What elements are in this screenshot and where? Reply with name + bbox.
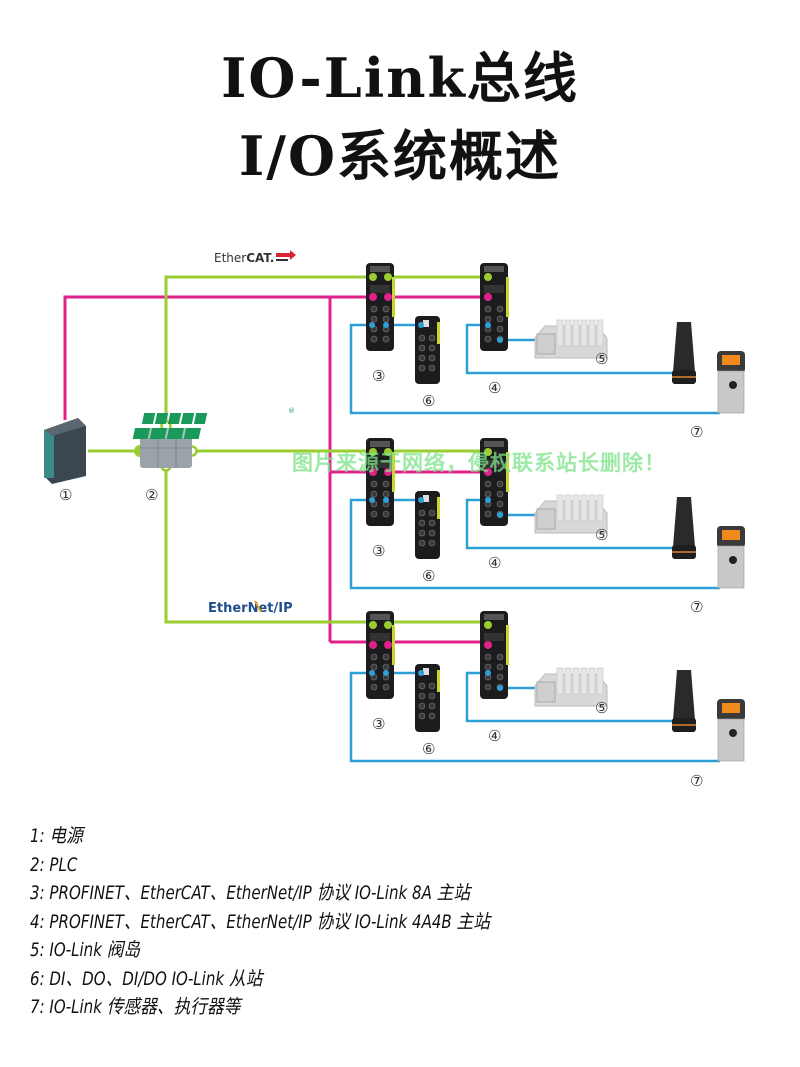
marker-power: ①: [59, 486, 72, 504]
title-line-2: I/O系统概述: [238, 124, 562, 188]
svg-text:EtherCAT.: EtherCAT.: [214, 251, 274, 265]
marker-valve-island: ⑤: [595, 526, 608, 544]
marker-slave: ⑥: [422, 740, 435, 758]
ethercat-suffix: CAT.: [246, 251, 274, 265]
legend-item: 3: PROFINET、EtherCAT、EtherNet/IP 协议 IO-L…: [30, 882, 471, 904]
marker-master-8a: ③: [372, 542, 385, 560]
sensor-black: [672, 322, 696, 384]
legend-item: 5: IO-Link 阀岛: [30, 939, 141, 961]
profinet-logo: PROFI NET ®: [132, 407, 295, 440]
ethercat-line: [164, 275, 500, 423]
profinet-line2: NET: [241, 430, 288, 440]
iolink-wiring: [349, 323, 720, 415]
ethernetip-logo: EtherNet/IP: [208, 600, 293, 616]
marker-master-4a4b: ④: [488, 727, 501, 745]
profinet-registered: ®: [288, 407, 295, 415]
ethercat-logo: EtherCAT.: [214, 250, 296, 265]
legend-item: 2: PLC: [30, 853, 78, 876]
ethernetip-accent-icon: [254, 600, 262, 613]
power-supply: [44, 418, 86, 484]
marker-sensor: ⑦: [690, 772, 703, 790]
legend-item: 1: 电源: [30, 825, 83, 847]
marker-plc: ②: [145, 486, 158, 504]
marker-master-4a4b: ④: [488, 379, 501, 397]
device-markers: ① ② ③ ⑥ ④ ⑤ ⑦ ③ ⑥ ④ ⑤ ⑦ ③ ⑥ ④ ⑤ ⑦: [59, 350, 703, 790]
marker-slave: ⑥: [422, 567, 435, 585]
marker-master-8a: ③: [372, 715, 385, 733]
ethercat-arrow-icon: [276, 250, 296, 260]
legend-item: 7: IO-Link 传感器、执行器等: [30, 996, 241, 1018]
legend-item: 6: DI、DO、DI/DO IO-Link 从站: [30, 967, 263, 990]
sensor-steel: [716, 350, 746, 414]
marker-valve-island: ⑤: [595, 699, 608, 717]
marker-slave: ⑥: [422, 392, 435, 410]
ethercat-prefix: Ether: [214, 251, 246, 265]
legend: 1: 电源 2: PLC 3: PROFINET、EtherCAT、EtherN…: [30, 822, 490, 1022]
marker-master-8a: ③: [372, 367, 385, 385]
ethernetip-label: EtherNet/IP: [208, 601, 293, 616]
legend-item: 4: PROFINET、EtherCAT、EtherNet/IP 协议 IO-L…: [30, 910, 490, 933]
marker-valve-island: ⑤: [595, 350, 608, 368]
power-wiring: [63, 295, 500, 644]
marker-sensor: ⑦: [690, 423, 703, 441]
ethernetip-line: [164, 469, 500, 624]
profinet-line1: PROFI: [232, 415, 294, 425]
watermark: 图片来源于网络，侵权联系站长删除！: [292, 451, 666, 475]
title-line-1: IO-Link总线: [221, 46, 579, 110]
marker-master-4a4b: ④: [488, 554, 501, 572]
device-group: [365, 262, 746, 414]
marker-sensor: ⑦: [690, 598, 703, 616]
